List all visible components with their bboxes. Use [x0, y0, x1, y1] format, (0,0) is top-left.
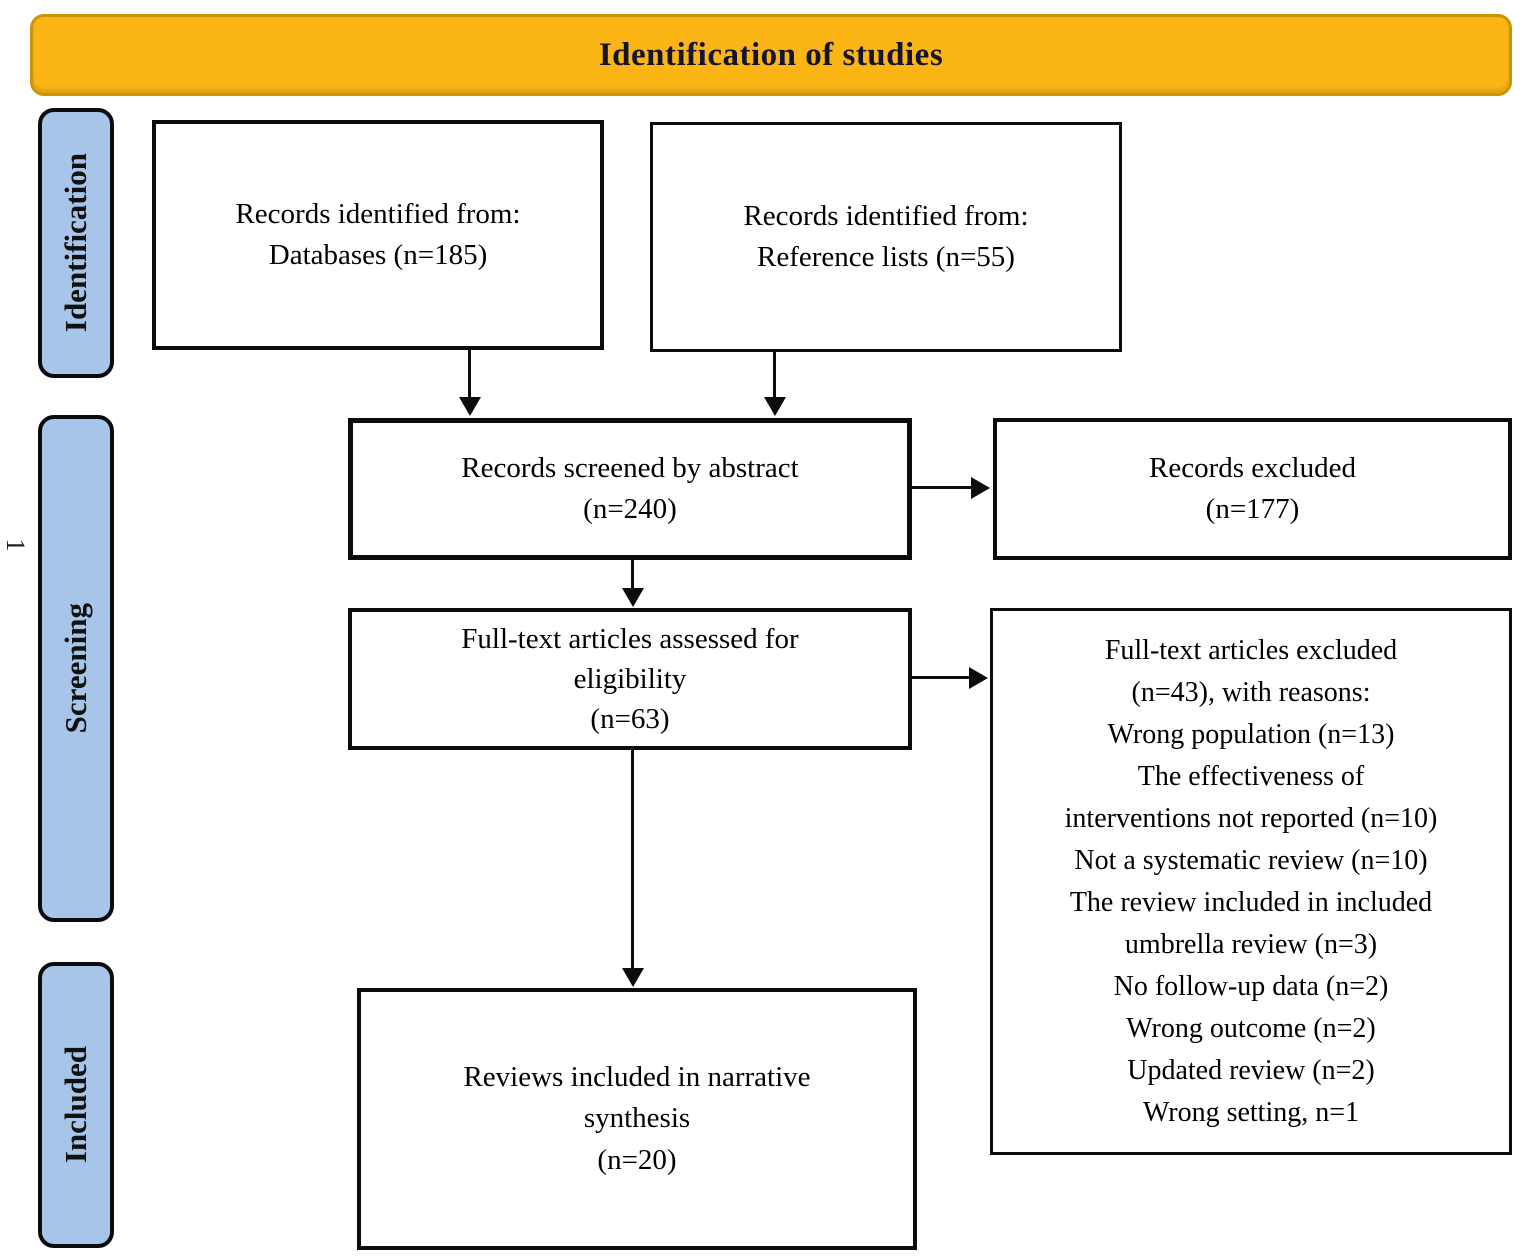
box-records-from-databases-text: Records identified from: Databases (n=18… [235, 197, 521, 271]
box-fulltext-assessed: Full-text articles assessed for eligibil… [348, 608, 912, 750]
box-fulltext-excluded-reasons-text: Full-text articles excluded (n=43), with… [1064, 634, 1438, 1128]
arrow-line [773, 352, 776, 398]
arrowhead-right-icon [969, 667, 988, 689]
stage-identification-label: Identification [58, 153, 93, 333]
arrowhead-right-icon [971, 477, 990, 499]
box-records-screened: Records screened by abstract (n=240) [348, 418, 912, 560]
margin-artifact-mark: 1 [1, 538, 30, 552]
arrowhead-down-icon [622, 588, 644, 607]
arrowhead-down-icon [764, 397, 786, 416]
stage-screening: Screening [38, 415, 114, 922]
arrow-line [631, 750, 634, 969]
stage-identification: Identification [38, 108, 114, 378]
arrow-line [912, 486, 972, 489]
arrowhead-down-icon [622, 968, 644, 987]
box-reviews-included: Reviews included in narrative synthesis … [357, 988, 917, 1250]
title-banner: Identification of studies [30, 14, 1512, 96]
box-reviews-included-text: Reviews included in narrative synthesis … [463, 1061, 811, 1176]
diagram-title: Identification of studies [598, 36, 944, 73]
box-records-screened-text: Records screened by abstract (n=240) [461, 451, 799, 525]
box-records-from-reference-lists: Records identified from: Reference lists… [650, 122, 1122, 352]
arrow-line [631, 560, 634, 589]
arrow-line [468, 350, 471, 398]
arrowhead-down-icon [459, 397, 481, 416]
box-fulltext-excluded-reasons: Full-text articles excluded (n=43), with… [990, 608, 1512, 1155]
box-fulltext-assessed-text: Full-text articles assessed for eligibil… [461, 622, 799, 735]
stage-included: Included [38, 962, 114, 1248]
stage-included-label: Included [58, 1046, 93, 1164]
arrow-line [912, 676, 970, 679]
stage-screening-label: Screening [58, 603, 93, 734]
box-records-excluded: Records excluded (n=177) [993, 418, 1512, 560]
box-records-from-databases: Records identified from: Databases (n=18… [152, 120, 604, 350]
box-records-excluded-text: Records excluded (n=177) [1149, 451, 1356, 525]
box-records-from-reference-lists-text: Records identified from: Reference lists… [743, 199, 1029, 273]
